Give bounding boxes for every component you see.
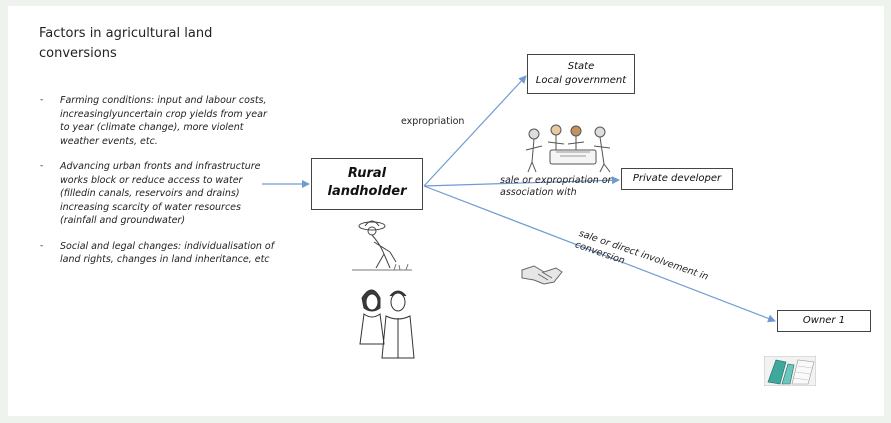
couple-illustration [359, 289, 415, 359]
land-plot-map [764, 356, 816, 386]
node-private-developer: Private developer [621, 168, 733, 190]
node-rural-landholder: Rural landholder [311, 158, 423, 210]
node-state-line2: Local government [535, 75, 627, 86]
factor-item: - Advancing urban fronts and infrastruct… [38, 160, 276, 228]
handshake-icon [521, 265, 563, 285]
diagram-title: Factors in agricultural land conversions [39, 26, 213, 61]
factor-item: - Social and legal changes: individualis… [38, 240, 276, 267]
factor-item: - Farming conditions: input and labour c… [38, 94, 276, 148]
slide: Factors in agricultural land conversions… [8, 6, 884, 416]
farmer-illustration [352, 220, 412, 271]
bullet: - [40, 240, 44, 251]
node-state: State Local government [527, 54, 635, 94]
edge-label-sale-expropriation: sale or expropriation or association wit… [500, 175, 612, 198]
arrow-rural-to-state [423, 75, 527, 187]
bullet: - [40, 95, 44, 105]
factors-list: - Farming conditions: input and labour c… [38, 94, 276, 279]
bullet: - [40, 161, 44, 171]
edge-label-expropriation: expropriation [401, 116, 465, 127]
arrow-rural-to-owner [423, 185, 776, 323]
meeting-people-illustration [525, 124, 611, 173]
factor-text: Advancing urban fronts and infrastructur… [60, 161, 261, 226]
factor-text: Farming conditions: input and labour cos… [60, 95, 267, 147]
arrow-rural-to-developer [423, 176, 620, 187]
node-owner: Owner 1 [777, 310, 871, 332]
node-state-line1: State [567, 61, 595, 72]
factor-text: Social and legal changes: individualisat… [60, 240, 275, 266]
